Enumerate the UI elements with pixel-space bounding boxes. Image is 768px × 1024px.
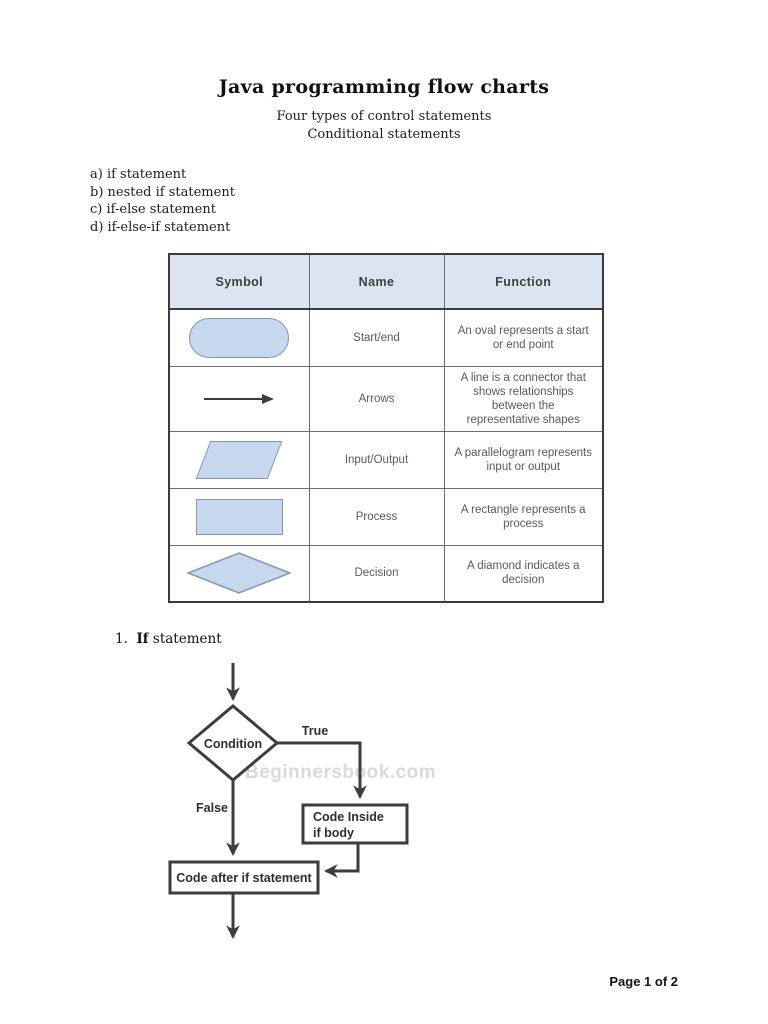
symbol-function-cell: A parallelogram represents input or outp… xyxy=(443,430,604,489)
column-header: Function xyxy=(443,253,604,310)
rectangle-shape-icon xyxy=(195,498,283,535)
table-row: Arrows A line is a connector that shows … xyxy=(168,365,604,432)
column-header: Symbol xyxy=(168,253,310,310)
symbol-name-cell: Arrows xyxy=(308,365,445,432)
watermark-text: Beginnersbook.com xyxy=(245,762,436,783)
page-subtitle: Four types of control statements Conditi… xyxy=(0,108,768,144)
table-row: Decision A diamond indicates a decision xyxy=(168,544,604,603)
subtitle-line: Conditional statements xyxy=(307,127,461,142)
true-branch-label: True xyxy=(302,724,328,738)
symbol-function-cell: A rectangle represents a process xyxy=(443,487,604,546)
section-number: 1. xyxy=(115,631,128,647)
symbol-name-cell: Decision xyxy=(308,544,445,603)
table-row: Start/end An oval represents a start or … xyxy=(168,308,604,367)
statement-type-list: a) if statement b) nested if statement c) … xyxy=(90,166,235,236)
code-inside-box xyxy=(301,803,409,845)
code-after-label: Code after if statement xyxy=(176,871,312,885)
list-item: b) nested if statement xyxy=(90,184,235,200)
false-branch-label: False xyxy=(196,801,228,815)
list-item: a) if statement xyxy=(90,167,187,182)
symbol-name-cell: Input/Output xyxy=(308,430,445,489)
code-inside-label-line1: Code Inside xyxy=(313,810,384,824)
code-inside-label-line2: if body xyxy=(313,826,354,840)
inside-to-after-connector xyxy=(323,843,360,878)
page-title: Java programming flow charts xyxy=(218,76,550,98)
section-heading: 1. If statement xyxy=(115,631,222,647)
table-row: Input/Output A parallelogram represents … xyxy=(168,430,604,489)
symbol-function-cell: An oval represents a start or end point xyxy=(443,308,604,367)
oval-shape-icon xyxy=(189,317,290,358)
symbol-cell xyxy=(168,308,310,367)
list-item: d) if-else-if statement xyxy=(90,219,231,235)
arrow-shape-icon xyxy=(201,393,277,404)
condition-label: Condition xyxy=(204,737,262,751)
symbol-name-cell: Start/end xyxy=(308,308,445,367)
section-keyword: If xyxy=(136,631,149,647)
section-rest: statement xyxy=(152,631,222,647)
column-header: Name xyxy=(308,253,445,310)
parallelogram-shape-icon xyxy=(195,440,283,479)
page-number-label: Page 1 of 2 xyxy=(609,974,678,989)
code-after-box xyxy=(168,860,320,895)
symbol-cell xyxy=(168,544,310,603)
list-item: c) if-else statement xyxy=(90,202,216,217)
symbol-name-cell: Process xyxy=(308,487,445,546)
symbol-cell xyxy=(168,430,310,489)
symbol-cell xyxy=(168,487,310,546)
symbol-function-cell: A line is a connector that shows relatio… xyxy=(443,365,604,432)
symbol-function-cell: A diamond indicates a decision xyxy=(443,544,604,603)
if-statement-flowchart: Beginnersbook.com Condition True Code In… xyxy=(168,663,436,940)
symbol-cell xyxy=(168,365,310,432)
table-row: Process A rectangle represents a process xyxy=(168,487,604,546)
diamond-shape-icon xyxy=(187,552,292,595)
subtitle-line: Four types of control statements xyxy=(276,109,492,124)
true-branch-connector xyxy=(277,741,367,800)
